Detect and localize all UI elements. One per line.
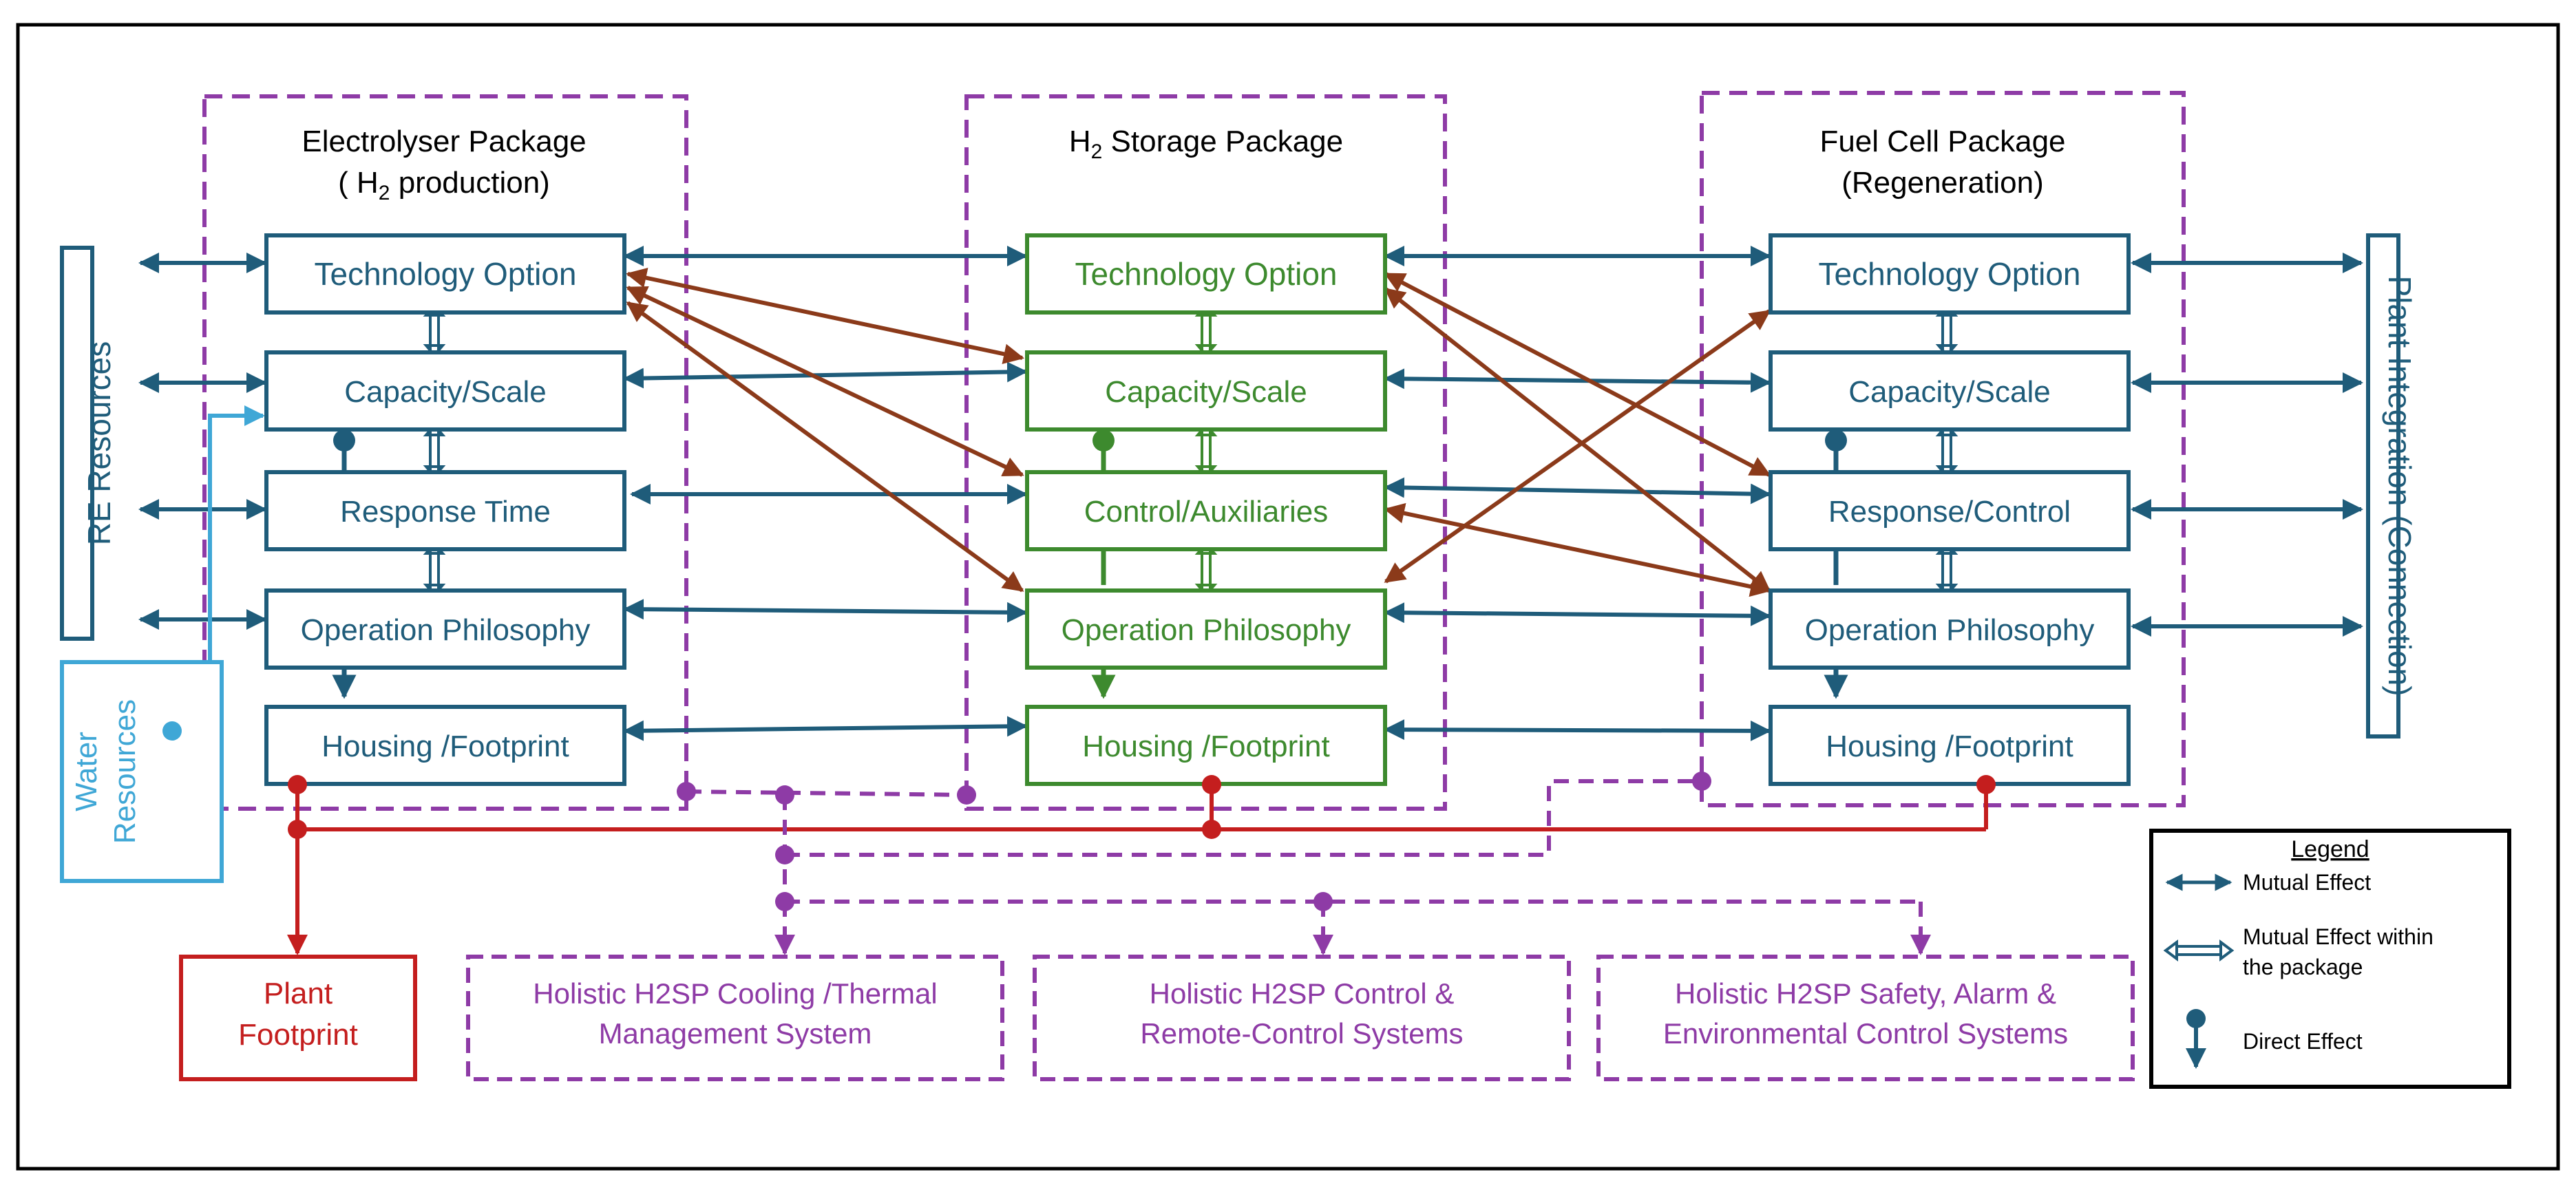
electrolyser-capacity-scale-label: Capacity/Scale <box>344 375 546 409</box>
electrolyser-technology-option-box <box>264 233 626 315</box>
storage-package-border <box>964 94 1447 811</box>
control-system-label-1: Holistic H2SP Control & <box>1150 977 1455 1010</box>
storage-response-control-box <box>1025 470 1387 551</box>
storage-capacity-scale-label: Capacity/Scale <box>1105 375 1307 409</box>
fuelcell-technology-option-label: Technology Option <box>1818 256 2080 292</box>
water-resources-label-1: Water <box>70 732 103 811</box>
plant-footprint-label-1: Plant <box>264 977 332 1010</box>
connectors <box>138 246 2363 955</box>
arrow-brown-5 <box>1384 287 1771 593</box>
storage-response-control-label: Control/Auxiliaries <box>1084 495 1329 529</box>
arrow-s-f-capacity <box>1384 368 1771 393</box>
electrolyser-technology-option-label: Technology Option <box>314 256 576 292</box>
storage-housing-footprint-label: Housing /Footprint <box>1082 730 1330 763</box>
fuelcell-operation-philosophy-box <box>1769 588 2131 670</box>
electrolyser-items: Technology OptionCapacity/ScaleResponse … <box>264 233 626 786</box>
fuelcell-capacity-scale-box <box>1769 350 2131 432</box>
re-resources-box <box>60 246 94 641</box>
plant-integration-label: Plant Integration (Connection) <box>2382 275 2418 696</box>
cooling-system-label-1: Holistic H2SP Cooling /Thermal <box>533 977 937 1010</box>
water-resources-box <box>60 660 224 883</box>
storage-housing-footprint-box <box>1025 705 1387 786</box>
legend: Legend Mutual Effect Mutual Effect withi… <box>2149 829 2511 1089</box>
storage-items: Technology OptionCapacity/ScaleControl/A… <box>1025 233 1387 786</box>
fuelcell-response-control-label: Response/Control <box>1828 495 2071 529</box>
arrow-brown-7 <box>1384 309 1771 584</box>
plant-integration-box <box>2366 233 2400 739</box>
fuelcell-technology-option-box <box>1769 233 2131 315</box>
storage-operation-philosophy-label: Operation Philosophy <box>1062 613 1351 647</box>
fuelcell-items: Technology OptionCapacity/ScaleResponse/… <box>1769 233 2131 786</box>
storage-technology-option-label: Technology Option <box>1075 256 1337 292</box>
safety-system-box <box>1596 955 2135 1081</box>
re-resources-label: RE Resources <box>81 341 117 546</box>
arrow-e-s-housing <box>623 716 1028 741</box>
fuelcell-package-border <box>1700 91 2186 807</box>
legend-direct-label: Direct Effect <box>2243 1029 2363 1054</box>
fuelcell-housing-footprint-box <box>1769 705 2131 786</box>
safety-system-label-2: Environmental Control Systems <box>1663 1017 2068 1050</box>
control-system-label-2: Remote-Control Systems <box>1140 1017 1463 1050</box>
fuelcell-operation-philosophy-label: Operation Philosophy <box>1805 613 2095 647</box>
cooling-system-box <box>466 955 1004 1081</box>
electrolyser-housing-footprint-label: Housing /Footprint <box>321 730 569 763</box>
electrolyser-subtitle: ( H2 production) <box>338 166 550 204</box>
electrolyser-operation-philosophy-label: Operation Philosophy <box>301 613 591 647</box>
electrolyser-title: Electrolyser Package <box>302 125 586 158</box>
legend-title: Legend <box>2291 836 2369 862</box>
fuelcell-title: Fuel Cell Package <box>1819 125 2065 158</box>
plant-footprint-box <box>179 955 417 1081</box>
storage-capacity-scale-box <box>1025 350 1387 432</box>
water-resources-label-2: Resources <box>108 699 142 844</box>
fuelcell-response-control-box <box>1769 470 2131 551</box>
outer-frame <box>16 23 2560 1171</box>
control-system-box <box>1033 955 1571 1081</box>
legend-mutual-label: Mutual Effect <box>2243 870 2371 895</box>
junction-dots <box>162 429 1996 911</box>
legend-box <box>2149 829 2511 1089</box>
arrow-s-f-control <box>1384 477 1771 504</box>
electrolyser-response-control-box <box>264 470 626 551</box>
arrow-s-f-housing <box>1384 719 1771 741</box>
safety-system-label-1: Holistic H2SP Safety, Alarm & <box>1675 977 2056 1010</box>
legend-within-label-2: the package <box>2243 955 2363 979</box>
legend-within-label-1: Mutual Effect within <box>2243 924 2434 949</box>
fuelcell-housing-footprint-label: Housing /Footprint <box>1826 730 2073 763</box>
electrolyser-housing-footprint-box <box>264 705 626 786</box>
plant-footprint-label-2: Footprint <box>238 1018 358 1052</box>
storage-operation-philosophy-box <box>1025 588 1387 670</box>
cooling-system-label-2: Management System <box>599 1017 872 1050</box>
arrow-brown-6 <box>1384 502 1771 597</box>
storage-title: H2 Storage Package <box>1069 125 1343 163</box>
fuelcell-subtitle: (Regeneration) <box>1841 166 2044 200</box>
legend-within-icon <box>2163 939 2235 961</box>
electrolyser-response-control-label: Response Time <box>340 495 551 529</box>
electrolyser-capacity-scale-box <box>264 350 626 432</box>
fuelcell-capacity-scale-label: Capacity/Scale <box>1848 375 2050 409</box>
arrow-brown-3 <box>626 301 1024 593</box>
electrolyser-package-border <box>202 94 688 811</box>
electrolyser-operation-philosophy-box <box>264 588 626 670</box>
arrow-s-f-operation <box>1384 602 1771 626</box>
storage-technology-option-box <box>1025 233 1387 315</box>
arrow-e-s-operation <box>623 599 1028 623</box>
